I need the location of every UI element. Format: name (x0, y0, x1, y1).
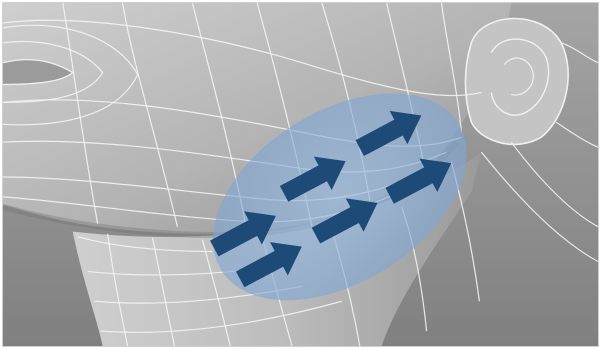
rear-wire-0 (510, 141, 598, 228)
arrow-shape (311, 198, 378, 244)
neck-wire-6 (201, 239, 231, 346)
face-wire-10 (62, 3, 99, 224)
arrow-shape (355, 110, 422, 157)
arrow-1 (210, 211, 276, 257)
mouth-wire-0 (3, 40, 104, 104)
neck-wire-0 (77, 236, 213, 253)
ear-inner (490, 38, 550, 116)
face-wire-0 (3, 19, 482, 97)
mouth-wire-1 (3, 24, 139, 126)
arrow-6 (385, 158, 452, 204)
rear-wire-3 (555, 121, 598, 148)
arrow-shape (235, 242, 302, 288)
mouth-corner (3, 59, 74, 86)
ear-fold (503, 57, 534, 96)
neck-wire-3 (100, 300, 343, 333)
rear-wire-1 (480, 151, 598, 263)
neck-wire-4 (107, 233, 129, 346)
direction-arrows (210, 110, 452, 288)
neck-wire-5 (151, 237, 176, 346)
face-wire-11 (440, 3, 463, 133)
arrow-5 (311, 198, 378, 244)
ear (464, 17, 569, 146)
arrow-shape (279, 156, 346, 202)
face-wire-5 (122, 3, 178, 227)
arrow-4 (235, 242, 302, 288)
arrow-3 (355, 110, 422, 157)
arrow-shape (385, 158, 452, 204)
rear-wire-2 (560, 42, 598, 64)
arrow-shape (210, 211, 276, 257)
arrow-2 (279, 156, 346, 202)
wireframe-jaw-illustration (3, 3, 598, 346)
